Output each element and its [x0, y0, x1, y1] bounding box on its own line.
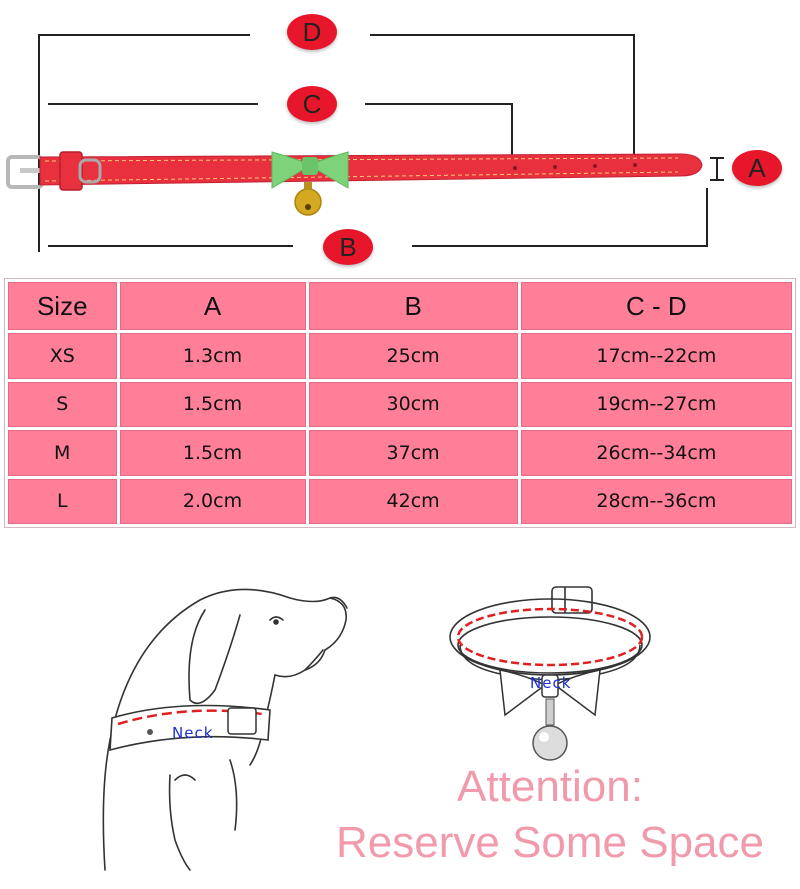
marker-a: A [732, 150, 782, 186]
strap-holes [513, 163, 637, 170]
dog-neck-label: Neck [172, 724, 214, 742]
table-row: XS 1.3cm 25cm 17cm--22cm [8, 333, 792, 379]
marker-b: B [323, 229, 373, 265]
attention-title: Attention: [457, 762, 643, 811]
dimension-c-line-right [365, 103, 513, 105]
collar-illustration [6, 151, 703, 216]
table-row: M 1.5cm 37cm 26cm--34cm [8, 430, 792, 476]
dimension-d-line-right [370, 34, 635, 36]
dimension-d-line-left [40, 34, 250, 36]
dimension-b-line-right [412, 245, 708, 247]
table-row: S 1.5cm 30cm 19cm--27cm [8, 381, 792, 427]
b-cell: 37cm [308, 430, 518, 476]
b-cell: 42cm [308, 478, 518, 524]
size-cell: L [8, 478, 117, 524]
header-a: A [119, 282, 306, 330]
table-header-row: Size A B C - D [8, 282, 792, 330]
b-cell: 25cm [308, 333, 518, 379]
c-d-cell: 17cm--22cm [520, 333, 792, 379]
size-cell: XS [8, 333, 117, 379]
dimension-b-line-left [48, 245, 293, 247]
bell-icon [294, 182, 322, 216]
collar-measure-sketch [449, 586, 651, 761]
marker-c: C [287, 86, 337, 122]
dog-collar [109, 704, 271, 752]
collar-strap [39, 153, 703, 186]
b-cell: 30cm [308, 381, 518, 427]
size-cell: S [8, 381, 117, 427]
bow-icon [499, 669, 601, 717]
a-cell: 1.5cm [119, 430, 306, 476]
dimension-b-tick-right [706, 188, 708, 247]
table-row: L 2.0cm 42cm 28cm--36cm [8, 478, 792, 524]
c-d-cell: 26cm--34cm [520, 430, 792, 476]
marker-d: D [287, 14, 337, 50]
header-b: B [308, 282, 518, 330]
size-table: Size A B C - D XS 1.3cm 25cm 17cm--22cm … [4, 278, 796, 528]
attention-subtitle: Reserve Some Space [336, 818, 764, 867]
c-d-cell: 28cm--36cm [520, 478, 792, 524]
a-cell: 2.0cm [119, 478, 306, 524]
dimension-c-tick-right [511, 103, 513, 155]
dog-sketch [102, 588, 348, 871]
bell-icon [532, 698, 568, 761]
dimension-a-cap-top [710, 157, 724, 159]
dimension-d-tick-right [633, 34, 635, 156]
bow-icon [271, 151, 349, 189]
dimension-a-bracket [716, 157, 718, 181]
a-cell: 1.5cm [119, 381, 306, 427]
size-cell: M [8, 430, 117, 476]
header-size: Size [8, 282, 117, 330]
a-cell: 1.3cm [119, 333, 306, 379]
header-c-d: C - D [520, 282, 792, 330]
c-d-cell: 19cm--27cm [520, 381, 792, 427]
dimension-c-line-left [48, 103, 258, 105]
dimension-left-tick [38, 34, 40, 252]
collar-neck-label: Neck [530, 674, 572, 692]
dimension-a-cap-bottom [710, 179, 724, 181]
